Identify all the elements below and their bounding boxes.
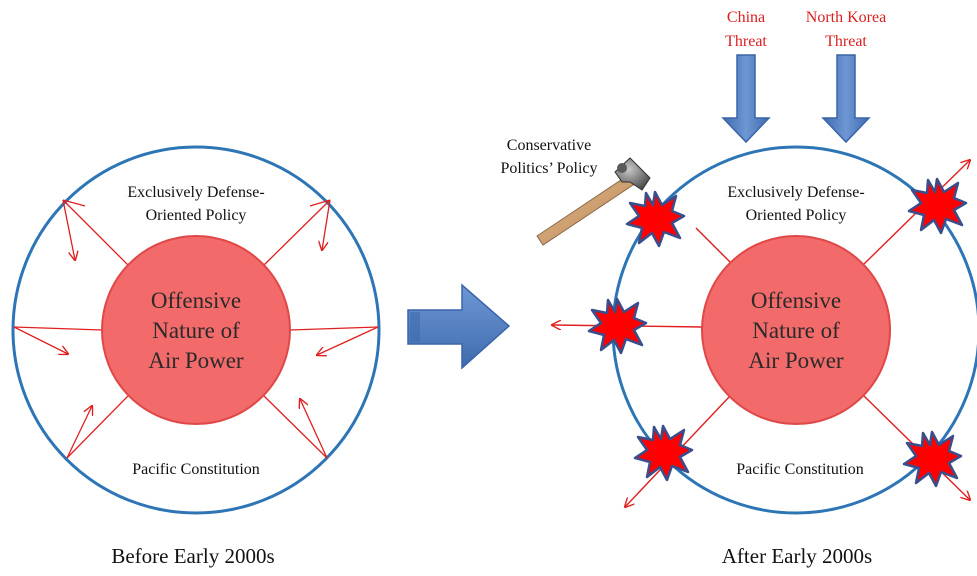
left-arrow-lower-left: [66, 395, 129, 459]
hammer-icon: [536, 157, 651, 246]
north-korea-threat-arrow: [821, 54, 871, 144]
left-core-line1: Offensive: [151, 288, 241, 313]
left-inward-arrows: [13, 199, 379, 459]
left-arrow-upper-left: [62, 199, 129, 266]
left-caption: Before Early 2000s: [111, 544, 274, 568]
threat-north-korea-line2: Threat: [825, 33, 867, 50]
left-top-label-line2: Oriented Policy: [146, 207, 247, 224]
right-arrow-upper-left: [695, 227, 733, 265]
threat-north-korea-line1: North Korea: [806, 9, 886, 26]
burst-icon-upper-right: [907, 177, 968, 235]
right-core-circle: [701, 235, 891, 425]
right-caption: After Early 2000s: [722, 544, 872, 568]
right-panel: Offensive Nature of Air Power Exclusivel…: [500, 9, 977, 568]
right-core-line2: Nature of: [752, 318, 840, 343]
left-arrow-left: [13, 326, 103, 354]
left-core-line3: Air Power: [148, 348, 244, 373]
left-core-circle: [101, 235, 291, 425]
right-core-line3: Air Power: [748, 348, 844, 373]
china-threat-arrow: [721, 54, 771, 144]
left-bottom-label: Pacific Constitution: [132, 461, 260, 478]
left-arrow-right: [289, 326, 379, 355]
right-core-line1: Offensive: [751, 288, 841, 313]
right-bottom-label: Pacific Constitution: [736, 461, 864, 478]
left-top-label-line1: Exclusively Defense-: [127, 184, 264, 201]
right-top-label-line1: Exclusively Defense-: [727, 184, 864, 201]
right-top-label-line2: Oriented Policy: [746, 207, 847, 224]
left-arrow-lower-right: [263, 395, 328, 459]
transition-arrow: [407, 283, 511, 370]
burst-icon-upper-left: [625, 190, 686, 248]
threat-china-line1: China: [727, 9, 765, 26]
hammer-label-line2: Politics’ Policy: [500, 160, 597, 177]
hammer-label-line1: Conservative: [507, 137, 591, 154]
burst-icon-lower-right: [902, 430, 963, 488]
burst-icon-lower-left: [633, 424, 694, 482]
threat-china-line2: Threat: [725, 33, 767, 50]
left-arrow-upper-right: [263, 199, 331, 266]
burst-icon-left: [587, 297, 648, 355]
left-core-line2: Nature of: [152, 318, 240, 343]
left-panel: Offensive Nature of Air Power Exclusivel…: [11, 145, 381, 568]
